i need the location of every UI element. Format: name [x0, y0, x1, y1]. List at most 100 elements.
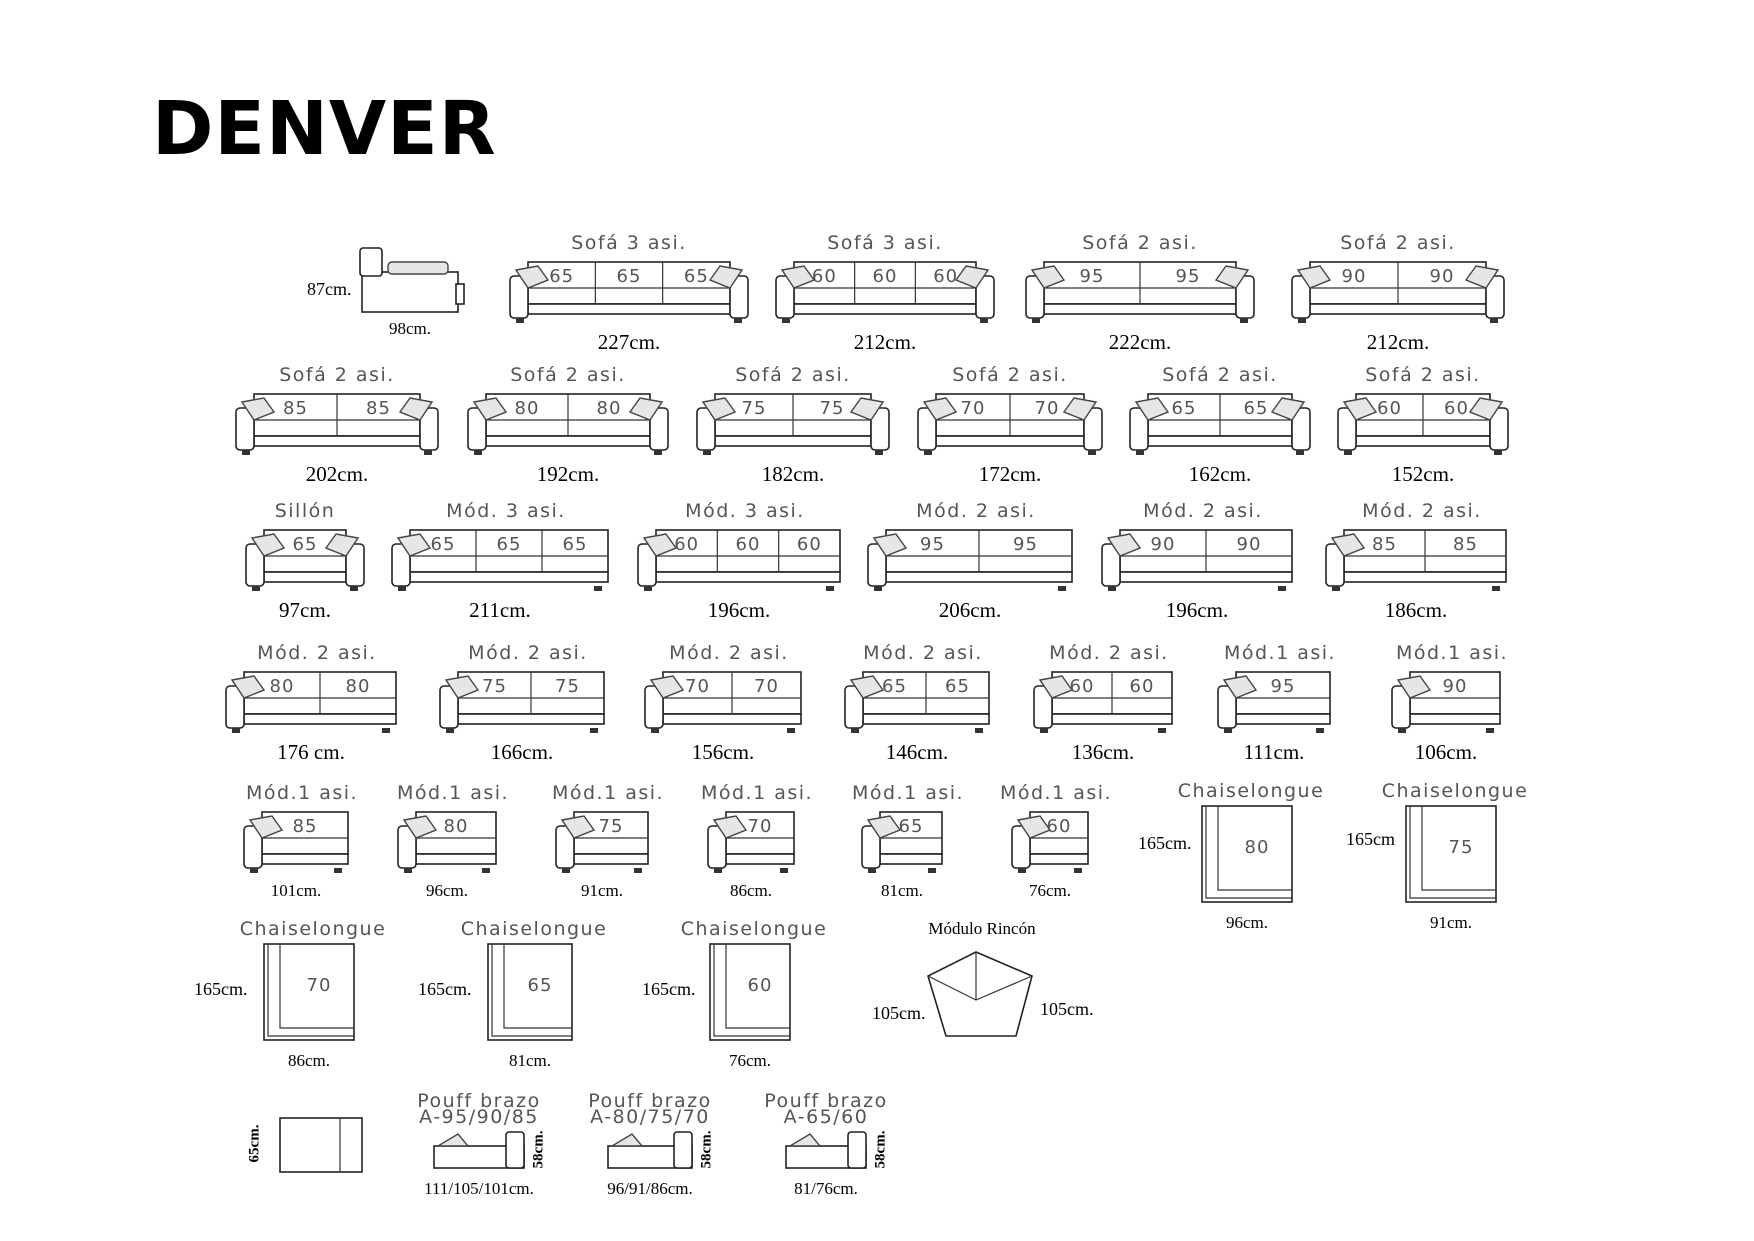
seat-size: 75	[555, 676, 580, 697]
foot	[562, 868, 570, 873]
foot	[1040, 728, 1048, 733]
chaise-edge	[713, 944, 790, 1037]
module-label: Mód. 3 asi.	[685, 500, 805, 522]
foot	[875, 450, 883, 455]
foot	[1486, 728, 1494, 733]
right-cushion	[1270, 397, 1306, 421]
pouff-arm-cushion	[609, 1133, 644, 1147]
module-label: Mód.1 asi.	[551, 782, 665, 804]
seat-block	[1235, 671, 1331, 715]
seat-size: 85	[366, 398, 391, 419]
chaise-seat	[1217, 806, 1292, 891]
chaise-width: 76cm.	[728, 1051, 772, 1070]
seat-size: 80	[345, 676, 371, 697]
left-cushion	[701, 397, 737, 421]
chaise-seat	[1421, 806, 1496, 891]
left-cushion	[1342, 397, 1378, 421]
foot	[782, 318, 790, 323]
seat-size: 65	[292, 534, 318, 555]
left-cushion	[250, 533, 286, 557]
foot	[232, 728, 240, 733]
chaise-label: Chaiselongue	[1381, 780, 1529, 802]
width-label: 206cm.	[938, 598, 1002, 622]
left-cushion	[240, 397, 276, 421]
foot	[975, 728, 983, 733]
seat-size: 65	[1171, 398, 1197, 419]
sofa-label: Sofá 3 asi.	[827, 232, 943, 254]
left-cushion	[1106, 533, 1142, 557]
module-label: Mód.1 asi.	[1223, 642, 1337, 664]
seat-size: 70	[960, 398, 986, 419]
seat-size: 60	[872, 266, 898, 287]
foot	[644, 586, 652, 591]
seat-size: 65	[549, 266, 575, 287]
module-label: Mód. 2 asi.	[863, 642, 983, 664]
width-label: 81cm.	[880, 881, 924, 900]
foot	[1278, 586, 1286, 591]
left-cushion	[649, 675, 685, 699]
width-label: 111cm.	[1243, 740, 1305, 764]
module-label: Mód. 2 asi.	[1143, 500, 1263, 522]
foot	[703, 450, 711, 455]
pouff-arm-sub: A-80/75/70	[590, 1106, 710, 1128]
module-label: Mód. 2 asi.	[916, 500, 1036, 522]
foot	[252, 586, 260, 591]
seat-size: 95	[1079, 266, 1105, 287]
corner-left: 105cm.	[872, 1003, 926, 1023]
left-cushion	[230, 675, 266, 699]
seat-size: 65	[683, 266, 709, 287]
foot	[1492, 586, 1500, 591]
left-cushion	[1030, 265, 1066, 289]
seat-size: 90	[1341, 266, 1367, 287]
seat-size: 70	[754, 676, 779, 697]
module-label: Mód.1 asi.	[851, 782, 965, 804]
seat-size: 65	[945, 676, 970, 697]
chaise-seat-size: 65	[527, 975, 553, 996]
width-label: 76cm.	[1028, 881, 1072, 900]
seat-size: 80	[596, 398, 622, 419]
width-label: 101cm.	[270, 881, 322, 900]
seat-size: 65	[562, 534, 588, 555]
seat-size: 60	[674, 534, 700, 555]
width-label: 146cm.	[885, 740, 949, 764]
right-cushion	[1468, 397, 1504, 421]
left-cushion	[866, 815, 902, 839]
foot	[1058, 586, 1066, 591]
module-label: Mód. 2 asi.	[1362, 500, 1482, 522]
left-cushion	[444, 675, 480, 699]
module-label: Mód. 2 asi.	[468, 642, 588, 664]
pouff-arm-height: 58cm.	[872, 1130, 889, 1169]
chaise-label: Chaiselongue	[460, 918, 608, 940]
seat-size: 65	[430, 534, 456, 555]
pouff-arm-width: 111/105/101cm.	[424, 1179, 534, 1198]
foot	[1316, 728, 1324, 733]
foot	[1298, 318, 1306, 323]
pouff-arm-sub: A-65/60	[783, 1106, 869, 1128]
left-cushion	[1396, 675, 1432, 699]
pouff-arm-cushion	[435, 1133, 470, 1147]
width-label: 136cm.	[1071, 740, 1135, 764]
seat-size: 75	[598, 816, 624, 837]
chaise-length: 165cm.	[194, 979, 248, 999]
width-label: 186cm.	[1384, 598, 1448, 622]
module-label: Mód. 2 asi.	[1049, 642, 1169, 664]
chaise-width: 86cm.	[287, 1051, 331, 1070]
seat-block	[409, 529, 609, 573]
width-label: 156cm.	[691, 740, 755, 764]
seat-size: 60	[1069, 676, 1095, 697]
width-label: 192cm.	[536, 462, 600, 486]
chaise-outline	[1201, 805, 1293, 903]
